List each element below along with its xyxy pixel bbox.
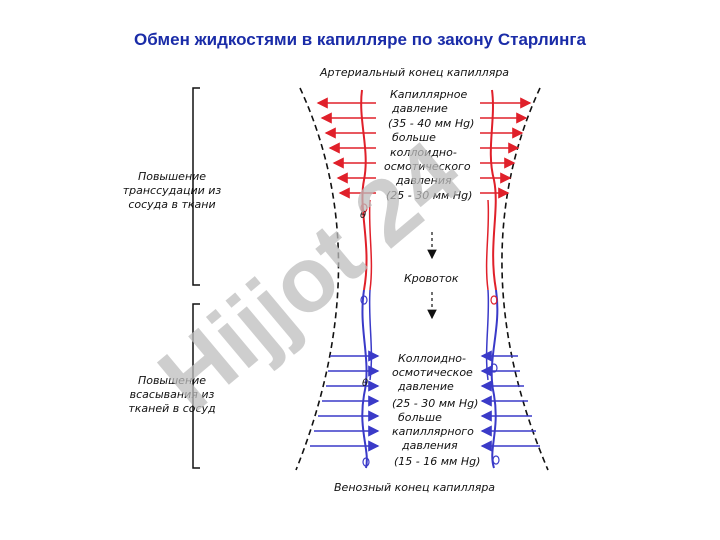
left-wall-venous-inner: [368, 289, 373, 381]
svg-text:транссудации из: транссудации из: [123, 184, 222, 197]
svg-text:давления: давления: [395, 174, 452, 187]
theta-label-bottom: θ: [362, 378, 368, 389]
bracket-bottom: [192, 303, 200, 469]
right-wall-arterial: [489, 89, 497, 291]
left-wall-venous: [361, 289, 368, 469]
svg-text:(35 - 40 мм Hg): (35 - 40 мм Hg): [388, 117, 474, 130]
svg-text:Повышение: Повышение: [138, 374, 206, 387]
venous-arrows-left: [310, 350, 380, 452]
bracket-top: [192, 87, 200, 286]
svg-text:(25 - 30 мм Hg): (25 - 30 мм Hg): [386, 189, 472, 202]
right-boundary-curve: [501, 87, 549, 471]
flow-label: Кровоток: [404, 272, 459, 285]
venous-pressure-text: Коллоидно- осмотическое давление (25 - 3…: [392, 352, 480, 468]
venous-end-label: Венозный конец капилляра: [334, 481, 495, 494]
svg-text:капиллярного: капиллярного: [392, 425, 474, 438]
svg-text:осмотическое: осмотическое: [392, 366, 473, 379]
svg-text:тканей в сосуд: тканей в сосуд: [128, 402, 215, 415]
left-wall-arterial-inner: [368, 199, 373, 291]
left-label-top: Повышение транссудации из сосуда в ткани: [123, 170, 222, 211]
svg-text:осмотического: осмотического: [384, 160, 471, 173]
svg-text:больше: больше: [398, 411, 442, 424]
svg-text:больше: больше: [392, 131, 436, 144]
wall-nuclei: [360, 203, 500, 467]
svg-text:давление: давление: [391, 102, 448, 115]
left-boundary-curve: [295, 87, 340, 471]
svg-text:коллоидно-: коллоидно-: [390, 146, 457, 159]
arterial-end-label: Артериальный конец капилляра: [319, 66, 509, 79]
right-wall-arterial-inner: [485, 199, 490, 291]
venous-arrows-right: [480, 350, 540, 452]
svg-text:давление: давление: [397, 380, 454, 393]
svg-text:давления: давления: [401, 439, 458, 452]
svg-text:всасывания из: всасывания из: [130, 388, 215, 401]
svg-text:сосуда в ткани: сосуда в ткани: [128, 198, 215, 211]
arterial-pressure-text: Капиллярное давление (35 - 40 мм Hg) бол…: [384, 88, 474, 202]
svg-text:(25 - 30 мм Hg): (25 - 30 мм Hg): [392, 397, 478, 410]
svg-text:Повышение: Повышение: [138, 170, 206, 183]
arterial-arrows-left: [316, 97, 376, 199]
theta-label-top: θ: [360, 210, 366, 221]
arterial-arrows-right: [480, 97, 532, 199]
svg-text:Капиллярное: Капиллярное: [390, 88, 467, 101]
page-title: Обмен жидкостями в капилляре по закону С…: [134, 30, 586, 49]
svg-text:Коллоидно-: Коллоидно-: [398, 352, 466, 365]
left-label-bottom: Повышение всасывания из тканей в сосуд: [128, 374, 215, 415]
right-wall-venous: [490, 289, 499, 469]
svg-text:(15 - 16 мм Hg): (15 - 16 мм Hg): [394, 455, 480, 468]
right-wall-venous-inner: [485, 289, 490, 381]
